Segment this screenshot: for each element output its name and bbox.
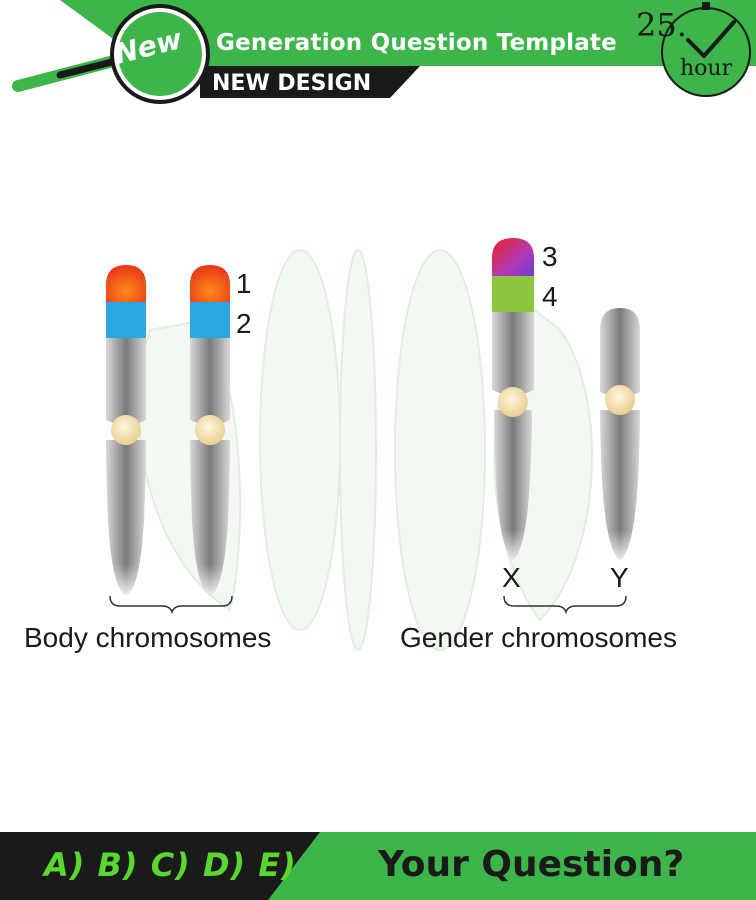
label-x: X bbox=[502, 562, 521, 593]
header-dark-bar bbox=[200, 66, 420, 98]
magnifier-icon bbox=[12, 4, 210, 104]
timer-number: 25. bbox=[636, 6, 687, 44]
x-chromosome bbox=[492, 238, 534, 560]
label-y: Y bbox=[610, 562, 629, 593]
band-red bbox=[106, 265, 146, 302]
question-prompt: Your Question? bbox=[378, 844, 685, 885]
label-3: 3 bbox=[542, 241, 558, 272]
centromere bbox=[605, 385, 635, 415]
footer-green-panel bbox=[268, 832, 756, 900]
body-brace bbox=[109, 595, 233, 615]
band-blue bbox=[106, 302, 146, 338]
gender-brace bbox=[503, 595, 627, 615]
body-chromosome-right bbox=[190, 265, 230, 595]
label-2: 2 bbox=[236, 308, 252, 339]
centromere bbox=[498, 387, 528, 417]
label-4: 4 bbox=[542, 281, 558, 312]
timer-unit: hour bbox=[680, 56, 733, 81]
clock-icon bbox=[661, 2, 751, 97]
band-purple bbox=[492, 238, 534, 276]
header-subtitle: NEW DESIGN bbox=[212, 71, 372, 96]
header-green-bar bbox=[60, 0, 756, 66]
header-banner bbox=[0, 0, 756, 104]
answer-options: A) B) C) D) E) bbox=[44, 846, 297, 884]
band-green bbox=[492, 276, 534, 312]
band-red bbox=[190, 265, 230, 302]
body-chromosome-left bbox=[106, 265, 146, 595]
band-blue bbox=[190, 302, 230, 338]
label-1: 1 bbox=[236, 268, 252, 299]
header-title: Generation Question Template bbox=[216, 30, 617, 56]
caption-body-chromosomes: Body chromosomes bbox=[24, 622, 272, 653]
caption-gender-chromosomes: Gender chromosomes bbox=[400, 622, 678, 653]
y-chromosome bbox=[600, 308, 640, 560]
centromere bbox=[111, 415, 141, 445]
centromere bbox=[195, 415, 225, 445]
footer-banner bbox=[0, 832, 756, 900]
